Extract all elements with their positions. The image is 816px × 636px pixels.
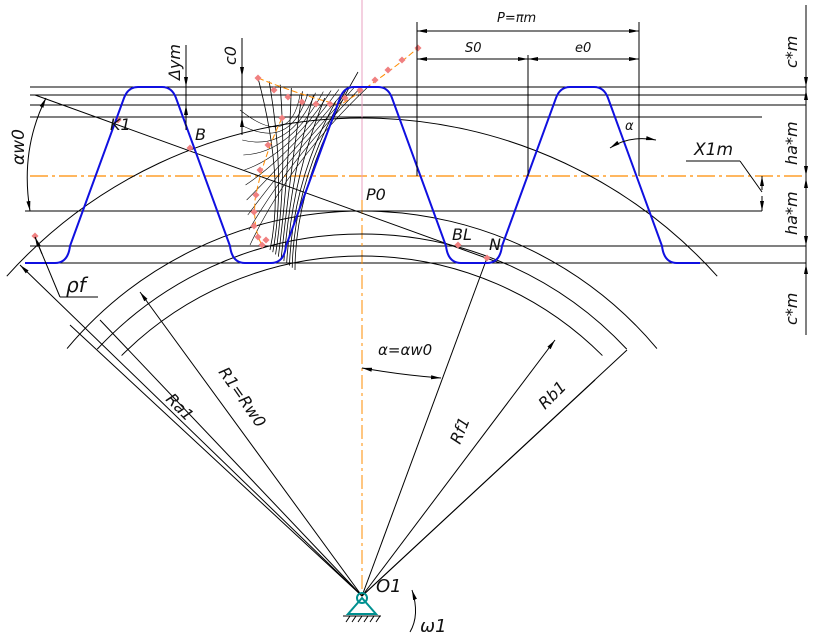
construction-point xyxy=(264,141,272,149)
rf1-label: Rf1 xyxy=(446,414,474,446)
generated-curve xyxy=(275,84,284,255)
construction-point xyxy=(254,233,262,241)
pivot-support-icon xyxy=(343,592,381,623)
envelope-curve xyxy=(242,92,316,143)
construction-point xyxy=(252,191,260,199)
construction-point xyxy=(454,241,462,249)
radius-line xyxy=(99,319,363,597)
tip-trajectory xyxy=(257,47,419,106)
rack-profile xyxy=(25,86,700,264)
envelope-curve xyxy=(249,84,371,246)
c0-label: c0 xyxy=(221,46,240,65)
alpha-arc xyxy=(609,136,657,149)
radius-line xyxy=(361,379,596,597)
alpha-label: α xyxy=(625,119,634,134)
construction-point xyxy=(250,208,258,216)
k1-label: K1 xyxy=(110,115,131,134)
construction-point xyxy=(384,66,392,74)
delta-y-label: Δym xyxy=(165,44,184,82)
construction-point xyxy=(312,100,320,108)
construction-point xyxy=(31,232,39,240)
r1-label: R1=Rw0 xyxy=(215,363,270,430)
construction-point xyxy=(371,76,379,84)
b-label: B xyxy=(195,125,206,144)
c-bottom-label: c*m xyxy=(782,293,801,325)
construction-point xyxy=(298,98,306,106)
envelope-curve xyxy=(240,93,309,134)
bl-label: BL xyxy=(452,225,472,244)
n-label: N xyxy=(489,235,501,254)
ha-lower-label: ha*m xyxy=(782,191,801,235)
generated-curve xyxy=(283,94,314,262)
p0-label: P0 xyxy=(366,185,386,204)
x1m-dimension xyxy=(686,160,764,211)
pitch-dimensions xyxy=(416,22,640,176)
rho-f-label: ρf xyxy=(66,273,89,297)
generated-curve xyxy=(289,101,337,266)
radial-lines xyxy=(19,257,628,597)
construction-point xyxy=(186,144,194,152)
generated-curve xyxy=(291,88,348,268)
construction-point xyxy=(414,44,422,52)
circle-arc xyxy=(121,255,603,356)
s0-label: S0 xyxy=(465,41,482,56)
construction-point xyxy=(270,86,278,94)
construction-point xyxy=(398,56,406,64)
generated-curve xyxy=(268,81,280,253)
circle-arc xyxy=(66,210,658,349)
fillet-trajectory xyxy=(254,117,283,246)
radius-line xyxy=(361,339,556,597)
alpha-w0-arc xyxy=(26,97,47,212)
generated-curve xyxy=(286,97,326,264)
construction-point xyxy=(278,114,286,122)
alpha-w0-label: αw0 xyxy=(9,129,29,165)
c-top-label: c*m xyxy=(782,36,801,68)
radius-line xyxy=(139,291,363,597)
construction-point xyxy=(262,236,270,244)
gear-circles xyxy=(6,117,718,356)
line-of-action xyxy=(34,94,501,264)
alpha-eq-label: α=αw0 xyxy=(378,341,432,359)
construction-point xyxy=(326,100,334,108)
radius-line xyxy=(19,264,363,597)
construction-point xyxy=(254,74,262,82)
construction-point xyxy=(341,94,349,102)
construction-point xyxy=(256,166,264,174)
ha-upper-label: ha*m xyxy=(782,121,801,165)
rho-f-leader xyxy=(34,236,98,298)
radius-line xyxy=(69,324,363,597)
alpha-eq-arc xyxy=(361,367,442,380)
generated-tooth-profiles xyxy=(239,71,371,271)
envelope-curve xyxy=(247,87,355,216)
radius-line xyxy=(361,257,488,597)
pitch-label: P=πm xyxy=(497,11,536,26)
construction-point xyxy=(284,93,292,101)
x1m-label: X1m xyxy=(693,140,733,160)
omega1-label: ω1 xyxy=(420,616,447,636)
generated-curve xyxy=(280,91,303,259)
circle-arc xyxy=(6,117,718,277)
generated-curve xyxy=(277,87,292,257)
circle-arc xyxy=(96,233,628,350)
construction-point xyxy=(258,241,266,249)
envelope-curve xyxy=(248,85,363,231)
reference-lines xyxy=(25,86,806,264)
construction-points xyxy=(31,44,491,262)
ra1-label: Ra1 xyxy=(162,389,197,424)
construction-point xyxy=(483,254,491,262)
construction-point xyxy=(356,86,364,94)
e0-label: e0 xyxy=(575,41,591,56)
omega-arrow xyxy=(409,589,417,633)
generated-curve xyxy=(257,77,276,251)
delta-y-dimension xyxy=(184,38,244,135)
o1-label: O1 xyxy=(376,576,402,597)
envelope-curve xyxy=(239,94,301,128)
construction-point xyxy=(250,222,258,230)
